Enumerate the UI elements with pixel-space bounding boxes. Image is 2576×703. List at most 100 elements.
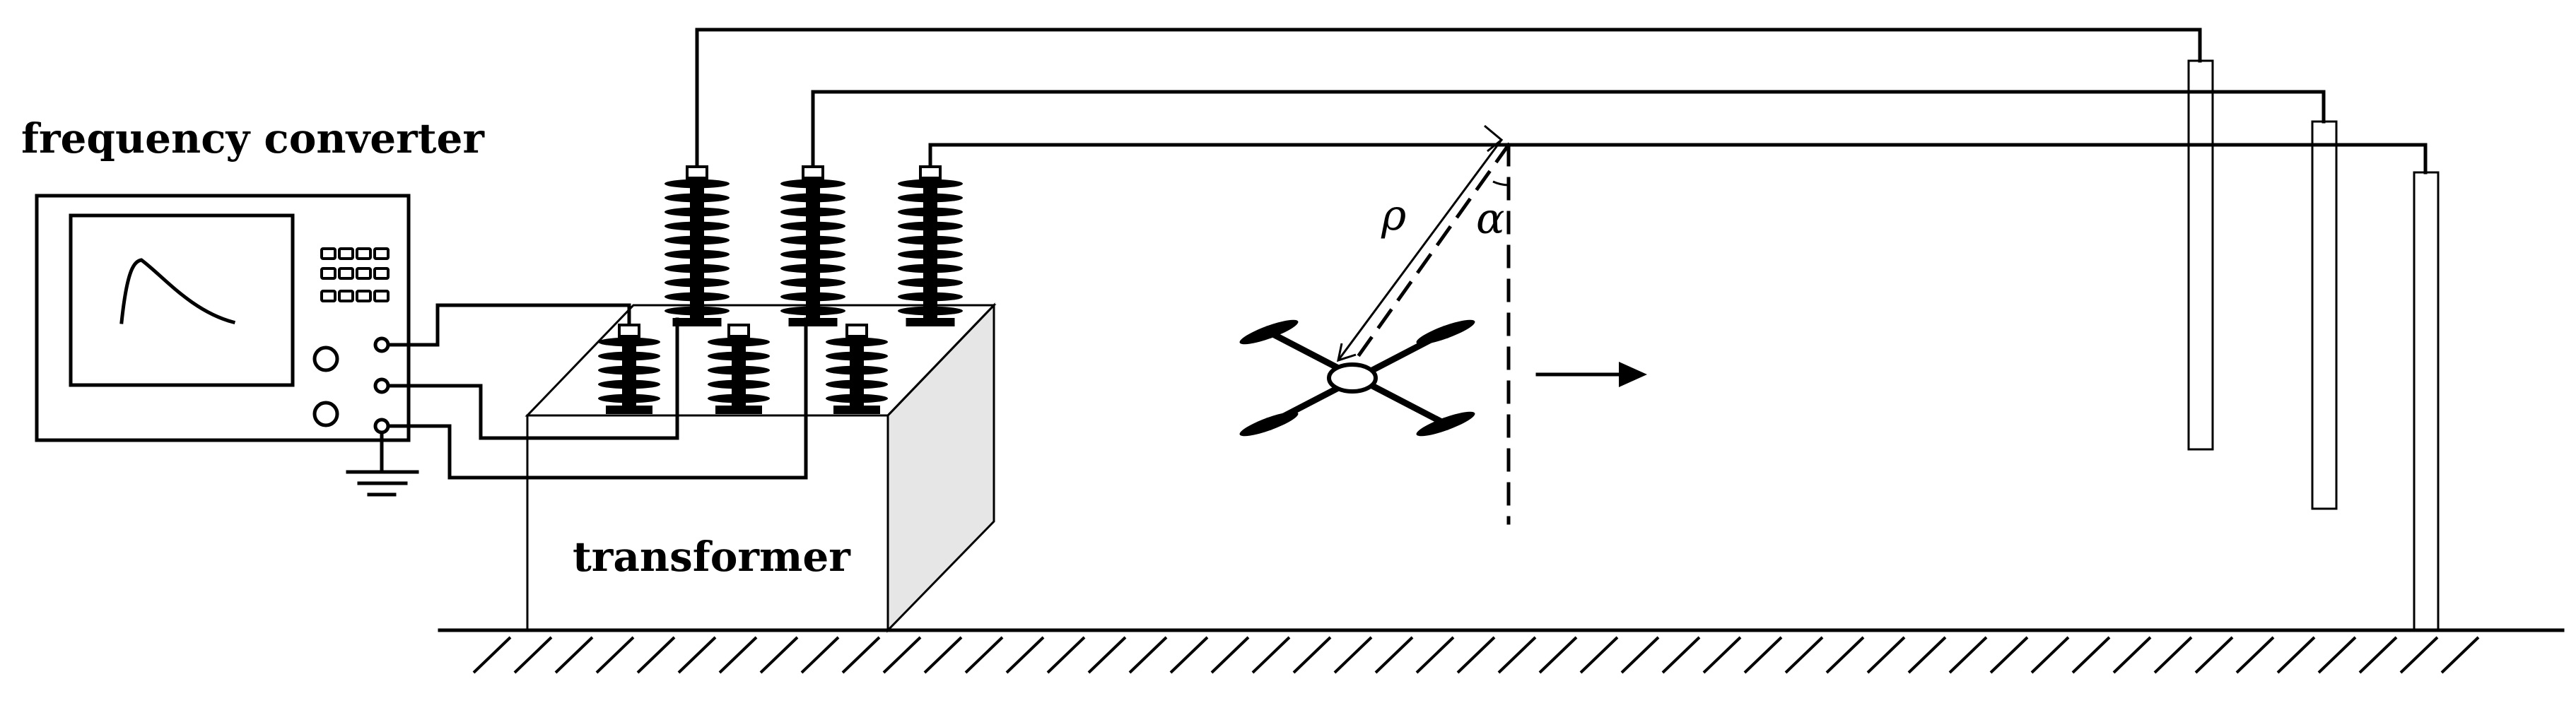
keypad-button bbox=[338, 267, 354, 280]
keypad bbox=[320, 247, 390, 302]
keypad-button bbox=[356, 290, 372, 302]
rotor-hub bbox=[1439, 418, 1452, 430]
distance-arrowhead-top bbox=[1484, 124, 1504, 153]
decay-waveform-icon bbox=[119, 258, 236, 325]
angle-dashed-line bbox=[1347, 142, 1511, 370]
frequency-converter: frequency converter bbox=[21, 114, 485, 497]
hatch-mark bbox=[882, 636, 922, 674]
hatch-mark bbox=[1538, 636, 1578, 674]
transformer: transformer bbox=[525, 302, 997, 633]
hatch-mark bbox=[1866, 636, 1906, 674]
hatch-mark bbox=[677, 636, 717, 674]
hatch-mark bbox=[2399, 636, 2439, 674]
hatch-mark bbox=[800, 636, 840, 674]
quadcopter-drone-icon bbox=[1239, 319, 1475, 437]
hatch-mark bbox=[636, 636, 676, 674]
hatch-mark bbox=[2358, 636, 2398, 674]
bushing-hv-c bbox=[898, 165, 963, 326]
hatch-mark bbox=[1005, 636, 1045, 674]
hatch-mark bbox=[554, 636, 594, 674]
hatch-mark bbox=[1046, 636, 1086, 674]
ground-hatching bbox=[472, 636, 2480, 674]
keypad-button bbox=[356, 267, 372, 280]
hatch-mark bbox=[718, 636, 758, 674]
measurement-geometry: ρ α bbox=[1337, 124, 1511, 525]
hatch-mark bbox=[2276, 636, 2316, 674]
transmission-wires bbox=[695, 28, 2428, 175]
keypad-button bbox=[373, 267, 390, 280]
bushing-lv-c bbox=[826, 324, 888, 414]
distance-line-rho bbox=[1337, 139, 1503, 361]
hatch-mark bbox=[1292, 636, 1332, 674]
hatch-mark bbox=[2194, 636, 2234, 674]
hatch-mark bbox=[1415, 636, 1455, 674]
keypad-button bbox=[356, 247, 372, 260]
hatch-mark bbox=[1948, 636, 1988, 674]
hatch-mark bbox=[1989, 636, 2029, 674]
hatch-mark bbox=[1374, 636, 1414, 674]
rotor-hub bbox=[1439, 326, 1452, 338]
rotor-hub bbox=[1263, 326, 1275, 338]
bushing-lv-b bbox=[708, 324, 770, 414]
hatch-mark bbox=[1210, 636, 1250, 674]
transformer-side-face bbox=[886, 302, 995, 633]
hatch-mark bbox=[923, 636, 963, 674]
pole-1 bbox=[2187, 59, 2214, 451]
hatch-mark bbox=[1825, 636, 1865, 674]
hatch-mark bbox=[1251, 636, 1291, 674]
keypad-button bbox=[320, 247, 336, 260]
hatch-mark bbox=[1620, 636, 1660, 674]
hatch-mark bbox=[1702, 636, 1742, 674]
hatch-mark bbox=[2440, 636, 2480, 674]
hatch-mark bbox=[2071, 636, 2111, 674]
hatch-mark bbox=[1128, 636, 1168, 674]
drone-rotors bbox=[1239, 319, 1475, 437]
hatch-mark bbox=[595, 636, 635, 674]
knob-upper bbox=[312, 345, 339, 372]
rotor-hub bbox=[1263, 418, 1275, 430]
hatch-mark bbox=[1743, 636, 1783, 674]
bushing-lv-a bbox=[598, 324, 660, 414]
angle-arc bbox=[1492, 180, 1509, 187]
bushings bbox=[598, 165, 963, 414]
keypad-button bbox=[338, 290, 354, 302]
hatch-mark bbox=[1784, 636, 1824, 674]
distance-arrowhead-bottom bbox=[1337, 343, 1357, 362]
keypad-button bbox=[320, 267, 336, 280]
frequency-converter-screen bbox=[69, 213, 295, 387]
bushing-hv-a bbox=[665, 165, 730, 326]
motion-arrow-icon bbox=[1535, 362, 1647, 387]
converter-wires bbox=[386, 303, 808, 480]
hatch-mark bbox=[1456, 636, 1496, 674]
hatch-mark bbox=[472, 636, 512, 674]
keypad-button bbox=[373, 247, 390, 260]
hatch-mark bbox=[759, 636, 799, 674]
pole-3 bbox=[2413, 171, 2440, 632]
hatch-mark bbox=[1579, 636, 1619, 674]
hatch-mark bbox=[513, 636, 553, 674]
hatch-mark bbox=[2112, 636, 2152, 674]
ground bbox=[438, 628, 2565, 674]
poles bbox=[2187, 59, 2440, 632]
keypad-button bbox=[320, 290, 336, 302]
alpha-label: α bbox=[1476, 194, 1505, 244]
hatch-mark bbox=[2317, 636, 2357, 674]
transformer-label: transformer bbox=[573, 533, 851, 581]
frequency-converter-body bbox=[35, 194, 411, 442]
rho-label: ρ bbox=[1381, 191, 1406, 240]
drone-body bbox=[1327, 362, 1378, 394]
frequency-converter-label: frequency converter bbox=[21, 114, 485, 163]
hatch-mark bbox=[2153, 636, 2193, 674]
hatch-mark bbox=[1907, 636, 1947, 674]
terminal-2 bbox=[373, 377, 390, 394]
knob-lower bbox=[312, 401, 339, 427]
bushing-hv-b bbox=[780, 165, 845, 326]
hatch-mark bbox=[1333, 636, 1373, 674]
hatch-mark bbox=[964, 636, 1004, 674]
hatch-mark bbox=[2235, 636, 2275, 674]
transformer-front-face bbox=[526, 414, 889, 632]
terminal-3 bbox=[373, 418, 390, 435]
hatch-mark bbox=[1497, 636, 1537, 674]
keypad-button bbox=[338, 247, 354, 260]
